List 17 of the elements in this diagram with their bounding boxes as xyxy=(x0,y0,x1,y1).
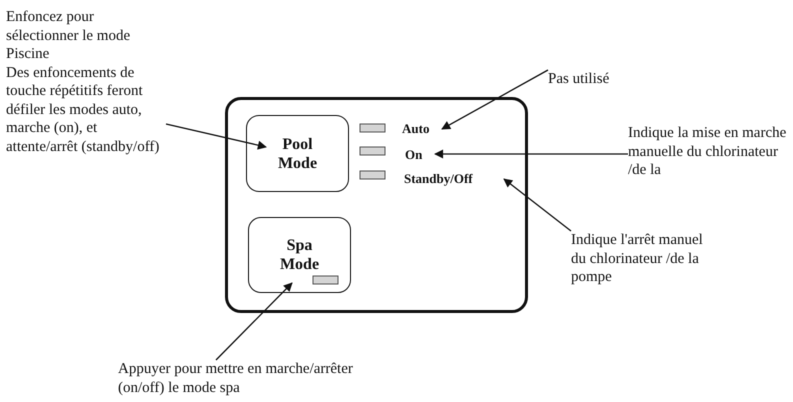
callout-text: Indique la mise en marche manuelle du chlorinateur /de la xyxy=(628,124,788,184)
indicator-label: Standby/Off xyxy=(404,171,504,187)
leader-arrow xyxy=(166,123,267,150)
callout-text: Des enfoncements de touche répétitifs feront défiler les modes auto, marche (on), et attente/arrêt (standby/off) xyxy=(6,64,160,156)
mode-button: Pool Mode xyxy=(246,115,349,192)
indicator-label: On xyxy=(405,147,435,163)
mode-button: Spa Mode xyxy=(248,217,351,293)
callout-text: Enfoncez pour sélectionner le mode Piscine xyxy=(6,8,132,64)
callout-text: Pas utilisé xyxy=(548,70,638,89)
callout-text: Appuyer pour mettre en marche/arrêter (on/off) le mode spa xyxy=(118,360,388,398)
leader-arrow xyxy=(503,178,572,232)
leader-arrow xyxy=(216,282,293,360)
leader-arrow xyxy=(441,69,548,130)
indicator-label: Auto xyxy=(402,121,442,137)
callout-text: Indique l'arrêt manuel du chlorinateur /de la pompe xyxy=(571,231,721,291)
control-panel xyxy=(225,97,528,313)
leader-arrow xyxy=(434,150,628,158)
